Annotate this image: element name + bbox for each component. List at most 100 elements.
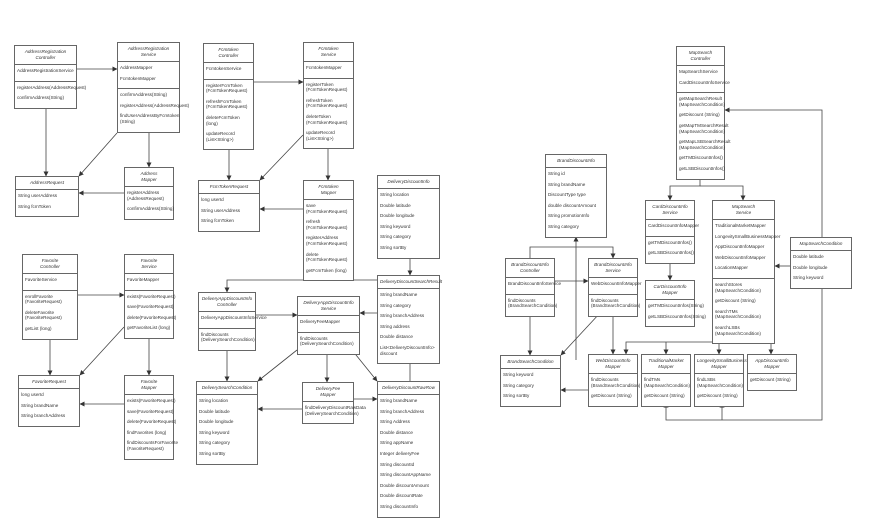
methods-section: exists(FavoriteRequest)save(FavoriteRequ… (125, 395, 178, 459)
dependency-arrow (724, 107, 823, 237)
attribute: LongevitySmallBusinessMapper (715, 233, 781, 239)
method: exists(FavoriteRequest) (127, 293, 176, 299)
method: findUserAddressByFcmtoken (String) (120, 113, 180, 124)
methods-section: save (FcmTokenRequest) refresh (FcmTokenR… (304, 200, 353, 280)
attribute: Double longitude (793, 264, 828, 270)
method: getMapTMSearchResult (MapSearchCondition… (679, 122, 729, 134)
class-name: BrandDiscountInfo Controller (506, 259, 554, 278)
dependency-arrow (529, 246, 616, 259)
method: deleteToken (FcmTokenRequest) (306, 113, 348, 125)
class-name: Favorite Controller (23, 255, 77, 274)
class-name: Address Mapper (125, 168, 173, 187)
class-name: DeliveryDiscountRawRow (378, 382, 439, 395)
class-name: TraditionalMarket Mapper (642, 355, 690, 374)
dependency-arrow (224, 279, 377, 293)
class-box-tm-mapper[interactable]: TraditionalMarket Mapper findTMs (MapSear… (641, 354, 691, 407)
method: getTMDiscountInfos(String) (648, 303, 704, 308)
attribute: String Address (380, 419, 410, 425)
attribute: String category (548, 223, 579, 229)
method: save (FcmTokenRequest) (306, 203, 348, 214)
class-name: DeliveryFee Mapper (303, 383, 353, 402)
dependency-arrow (700, 185, 746, 201)
attribute: MapSearchService (679, 69, 718, 74)
attribute: Double latitude (793, 254, 824, 259)
dependency-arrow (663, 282, 823, 421)
method: getDiscount (String) (697, 393, 738, 399)
method: findDiscounts (DeliverySearchCondition) (300, 335, 354, 347)
method: getDiscount (String) (715, 298, 756, 304)
dependency-arrow (78, 132, 118, 177)
attribute: WebDiscountInfoMapper (591, 281, 642, 286)
methods-section: confirmAddress(String)registerAddress(Ad… (118, 88, 189, 131)
attribute: CardDiscountInfoService (679, 79, 730, 85)
attribute: Integer deliveryFee (380, 450, 420, 456)
attribute: CardDiscountInfoMapper (648, 223, 700, 228)
attribute: AddressMapper (120, 65, 153, 70)
method: findDiscounts (DeliverySearchCondition) (201, 331, 255, 343)
attribute: Double discountAmount (380, 482, 429, 488)
method: findDiscounts (BrandSearchCondition) (508, 297, 558, 309)
attributes-section: FcmtokenService (204, 63, 253, 79)
dependency-arrow (257, 349, 298, 382)
class-name: DeliverySearchCondition (197, 382, 257, 395)
attribute: DeliveryAppDiscountInfoService (201, 315, 267, 320)
attribute: String keyword (380, 223, 411, 229)
attribute: String id (548, 171, 565, 176)
dependency-arrow (560, 312, 601, 356)
method: getTMDiscountInfos() (679, 155, 723, 161)
methods-section: getTMDiscountInfos()getLSBDiscountInfos(… (646, 235, 694, 263)
attributes-section: FcmtokenMapper (304, 62, 353, 78)
method: findTMs (MapSearchCondition) (644, 377, 690, 388)
method: refresh (FcmTokenRequest) (306, 219, 348, 230)
attribute: String discountInfo (380, 503, 419, 509)
class-name: DeliveryDiscountInfo (378, 176, 439, 189)
attribute: long userId (201, 197, 224, 202)
method: getDiscount (String) (750, 377, 791, 382)
attribute: String brandName (21, 402, 59, 408)
attribute: String discountAppName (380, 472, 431, 478)
attribute: String location (199, 398, 229, 403)
attribute: String category (199, 440, 230, 446)
attributes-section: FavoriteService (23, 274, 77, 290)
methods-section: findDiscounts (BrandSearchCondition) (589, 293, 640, 316)
method: updateRecord (List<String>) (206, 131, 235, 142)
class-name: BrandSearchCondition (501, 356, 560, 369)
attribute: String location (380, 192, 410, 197)
method: registerToken (FcmTokenRequest) (306, 81, 348, 93)
attributes-section: DeliveryFeeMapper (298, 316, 359, 332)
